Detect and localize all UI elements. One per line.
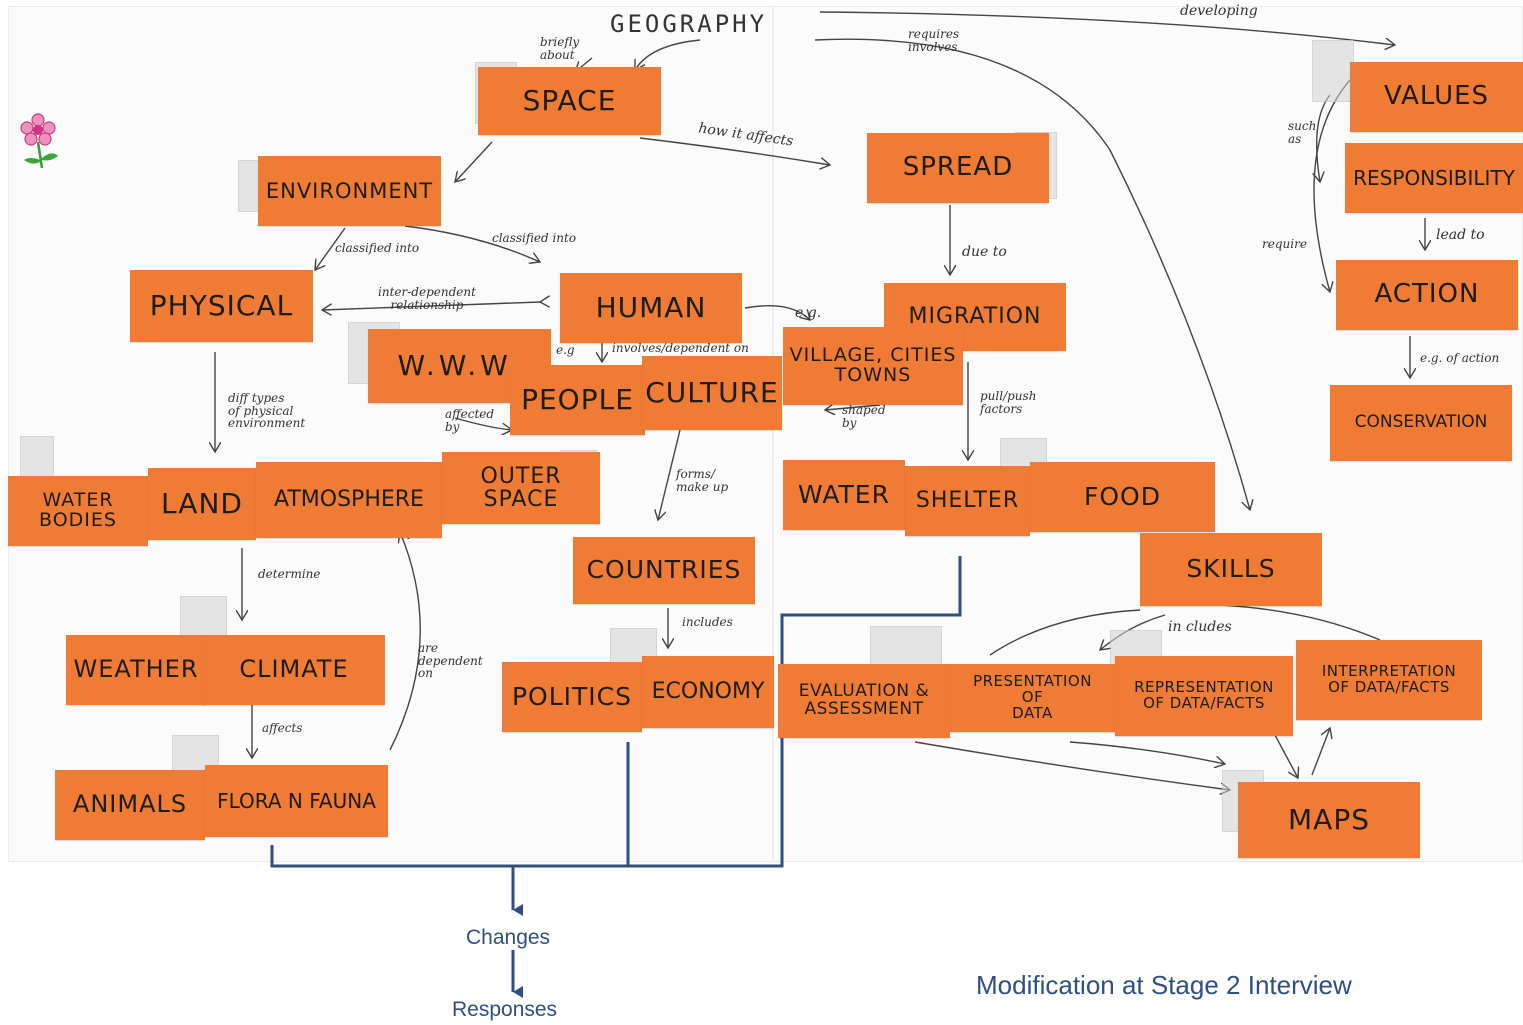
concept-people: PEOPLE	[510, 365, 645, 435]
arrow-village-shaped	[825, 405, 881, 410]
arrow-www-people	[454, 417, 512, 430]
bracket-line	[270, 556, 962, 868]
link-lead-to: lead to	[1436, 227, 1485, 243]
concept-village: VILLAGE, CITIES TOWNS	[783, 327, 963, 405]
link-briefly-about: briefly about	[540, 35, 580, 62]
concept-action: ACTION	[1336, 260, 1518, 330]
arrow-env-physical	[315, 227, 346, 270]
concept-water: WATER	[783, 460, 905, 530]
arrow-env-human	[404, 225, 540, 262]
link-includes: includes	[682, 615, 733, 629]
concept-human: HUMAN	[560, 273, 742, 343]
arrow-space-environment	[455, 141, 493, 182]
concept-responsibility: RESPONSIBILITY	[1345, 143, 1523, 213]
concept-shelter: SHELTER	[905, 466, 1030, 536]
concept-culture: CULTURE	[642, 356, 782, 430]
arrow-culture-countries	[658, 429, 681, 520]
arrow-geography-space	[635, 39, 701, 70]
link-affects: affects	[262, 721, 303, 735]
concept-countries: COUNTRIES	[573, 537, 755, 604]
concept-food: FOOD	[1030, 462, 1215, 532]
concept-migration: MIGRATION	[884, 283, 1066, 351]
link-determine: determine	[258, 567, 321, 581]
concept-space: SPACE	[478, 67, 661, 135]
link-involves-dependent: involves/dependent on	[612, 341, 749, 355]
link-are-dependent-on: are dependent on	[418, 641, 483, 681]
concept-representation: REPRESENTATION OF DATA/FACTS	[1115, 656, 1293, 736]
link-diff-types: diff types of physical environment	[228, 391, 306, 431]
link-affected-by: affected by	[445, 407, 495, 434]
concept-evaluation: EVALUATION & ASSESSMENT	[778, 664, 950, 738]
link-such-as: such as	[1288, 119, 1317, 146]
title-geography: GEOGRAPHY	[610, 10, 768, 38]
link-classified-into-1: classified into	[335, 241, 420, 255]
arrow-developing	[819, 11, 1395, 45]
concept-physical: PHYSICAL	[130, 270, 313, 342]
link-require: require	[1262, 237, 1307, 251]
flower-icon	[18, 112, 62, 176]
arrow-skills-left	[989, 609, 1141, 656]
tape	[1312, 40, 1354, 102]
concept-environment: ENVIRONMENT	[258, 156, 441, 226]
concept-weather: WEATHER	[66, 635, 206, 705]
concept-interpretation: INTERPRETATION OF DATA/FACTS	[1296, 640, 1482, 720]
link-due-to: due to	[962, 244, 1007, 260]
arrow-values-resp	[1317, 94, 1331, 182]
concept-outer-space: OUTER SPACE	[442, 452, 600, 524]
concept-presentation: PRESENTATION OF DATA	[950, 664, 1115, 732]
outcome-changes: Changes	[466, 926, 551, 949]
concept-climate: CLIMATE	[203, 635, 385, 705]
concept-politics: POLITICS	[502, 662, 642, 732]
arrow-maps-interp	[1311, 728, 1330, 776]
link-in-cludes: in cludes	[1168, 619, 1232, 635]
link-eg: e.g.	[795, 305, 822, 321]
arrow-skills-right	[1219, 604, 1381, 641]
link-forms-makeup: forms/ make up	[676, 467, 729, 494]
outcome-responses: Responses	[452, 998, 558, 1021]
concept-water-bodies: WATER BODIES	[8, 476, 148, 546]
concept-skills: SKILLS	[1140, 533, 1322, 606]
arrow-skills-repr	[1100, 614, 1166, 650]
link-pull-push: pull/push factors	[980, 389, 1037, 416]
link-eg2: e.g	[556, 343, 575, 357]
arrow-pres-maps	[1069, 741, 1225, 764]
concept-maps: MAPS	[1238, 782, 1420, 858]
link-interdependent: inter-dependent relationship	[378, 285, 476, 312]
link-requires-involves: requires involves	[908, 27, 960, 54]
arrow-physical-human	[322, 302, 540, 310]
concept-economy: ECONOMY	[642, 656, 774, 728]
link-shaped-by: shaped by	[842, 403, 886, 430]
paper-fold	[772, 6, 774, 862]
arrow-eval-maps	[914, 741, 1230, 790]
concept-animals: ANIMALS	[55, 770, 205, 840]
arrow-human-village	[744, 305, 810, 320]
concept-values: VALUES	[1350, 62, 1523, 132]
concept-land: LAND	[148, 468, 256, 540]
concept-conservation: CONSERVATION	[1330, 385, 1512, 461]
link-classified-into-2: classified into	[492, 231, 577, 245]
arrow-space-spread	[639, 137, 830, 165]
blue-bracket	[270, 556, 962, 998]
figure-caption: Modification at Stage 2 Interview	[976, 970, 1352, 1000]
arrow-requires-skills	[814, 38, 1250, 510]
arrow-flora-outerspace	[389, 532, 421, 751]
concept-spread: SPREAD	[867, 133, 1049, 203]
link-developing: developing	[1180, 3, 1258, 19]
concept-atmosphere: ATMOSPHERE	[256, 462, 442, 538]
concept-flora-fauna: FLORA n FAUNA	[205, 765, 388, 837]
link-eg-of-action: e.g. of action	[1420, 351, 1500, 365]
